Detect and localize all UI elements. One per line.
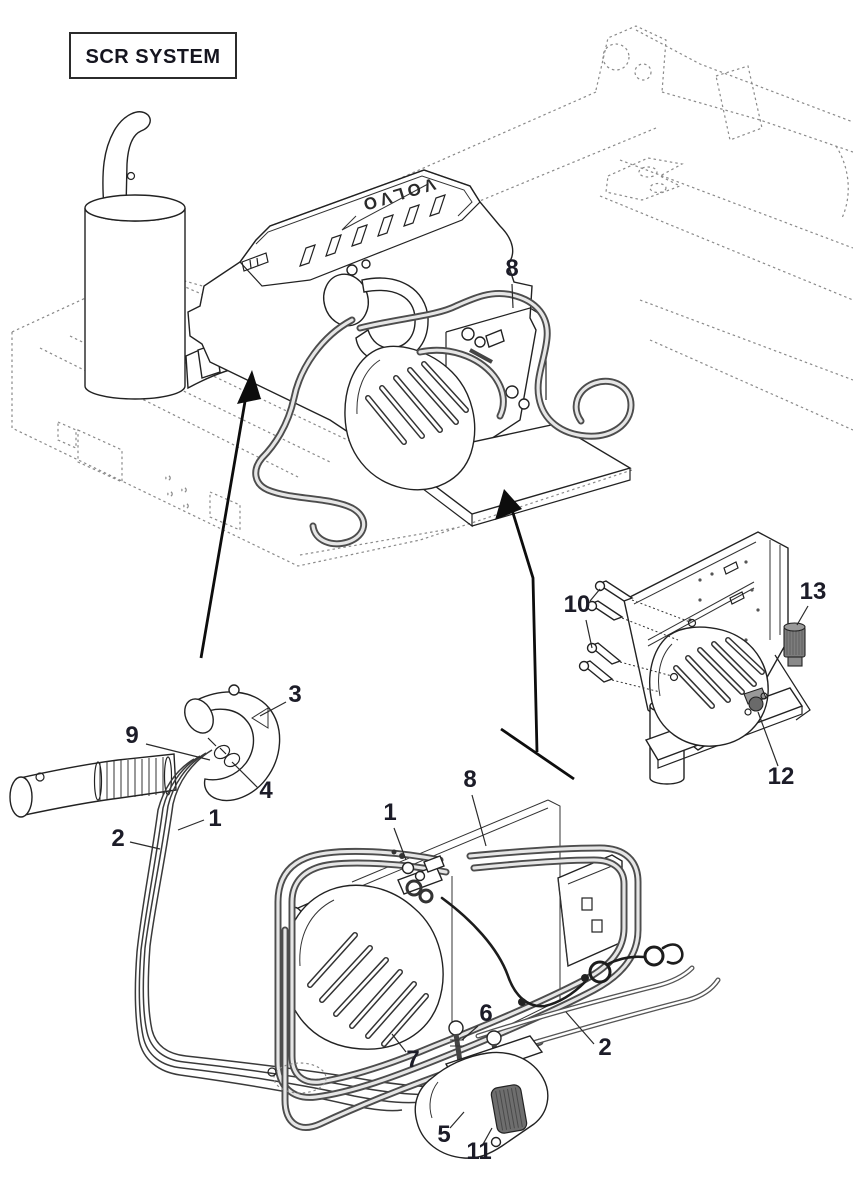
callout-8-main: 8 xyxy=(505,255,518,282)
callout-10: 10 xyxy=(564,591,591,618)
muffler-rain-cap xyxy=(102,111,151,209)
heater-coils xyxy=(673,637,765,709)
valve-cover xyxy=(239,169,481,287)
pump-filter xyxy=(490,1084,528,1134)
detail-scr-unit xyxy=(267,799,642,1131)
callout-12: 12 xyxy=(768,763,795,790)
callout-1-injector: 1 xyxy=(383,799,396,826)
cover-ribs xyxy=(299,194,446,267)
muffler xyxy=(84,111,186,400)
callout-6: 6 xyxy=(479,1000,492,1027)
machine-frame xyxy=(359,25,853,431)
diagram-title: SCR SYSTEM xyxy=(85,46,220,68)
muffler-body xyxy=(84,207,186,400)
scr-drum-lower xyxy=(283,884,444,1050)
detail-scr-assembly xyxy=(578,531,811,785)
injector xyxy=(391,849,445,904)
heater-coils xyxy=(307,932,429,1047)
callout-3: 3 xyxy=(288,681,301,708)
canister xyxy=(783,622,806,667)
callout-11: 11 xyxy=(466,1138,491,1165)
location-arrow-flex-pipe xyxy=(199,370,261,659)
flex-pipe-detail xyxy=(19,753,177,817)
pump-cable xyxy=(440,896,684,1008)
mounting-bolts xyxy=(578,580,697,693)
callout-7: 7 xyxy=(406,1046,419,1073)
callout-8-detail: 8 xyxy=(463,766,476,793)
callout-2-hose: 2 xyxy=(111,825,124,852)
sensor xyxy=(743,687,768,716)
pump-hoses xyxy=(475,965,721,1051)
detail-pump xyxy=(414,896,721,1159)
hose-clamps xyxy=(207,737,241,768)
callout-1-hose: 1 xyxy=(208,805,221,832)
callout-9: 9 xyxy=(125,722,138,749)
callout-5: 5 xyxy=(437,1121,450,1148)
mount-hole xyxy=(273,1062,327,1094)
intake-elbow xyxy=(323,273,369,327)
hose-loop xyxy=(274,844,642,1131)
callout-4: 4 xyxy=(259,777,273,804)
elbow-pipe xyxy=(196,691,281,802)
control-box xyxy=(557,854,623,968)
dosing-valve-cluster xyxy=(461,327,530,410)
callouts: 8 3 9 4 1 2 10 13 12 1 8 6 2 7 5 11 xyxy=(111,255,826,1165)
location-arrow-scr-unit xyxy=(495,489,575,781)
scr-drum-detail xyxy=(649,626,769,747)
hoses-main xyxy=(252,289,635,548)
scr-unit-main xyxy=(344,307,547,491)
callout-13: 13 xyxy=(800,578,827,605)
corrugation xyxy=(99,757,164,800)
heater-coils xyxy=(365,361,469,445)
title-box: SCR SYSTEM xyxy=(69,32,237,79)
callout-2-pump: 2 xyxy=(598,1034,611,1061)
